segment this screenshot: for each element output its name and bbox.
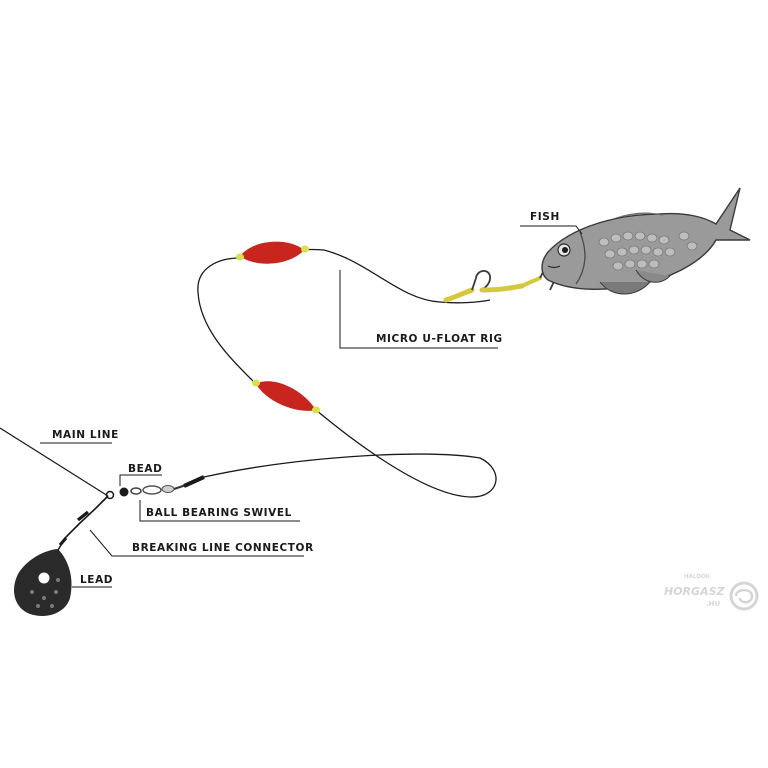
ball-bearing-swivel bbox=[130, 475, 205, 495]
callout-ball-bearing-swivel: BALL BEARING SWIVEL bbox=[139, 500, 300, 522]
label-main-line: MAIN LINE bbox=[52, 429, 119, 441]
callout-lead: LEAD bbox=[72, 574, 113, 588]
fish bbox=[541, 187, 751, 295]
label-lead: LEAD bbox=[80, 574, 113, 586]
watermark-logo: HALDOK HORGASZ .HU bbox=[664, 574, 759, 611]
callout-main-line: MAIN LINE bbox=[40, 429, 119, 444]
hook bbox=[443, 262, 558, 303]
lead-weight bbox=[14, 549, 72, 617]
rig-line bbox=[197, 248, 497, 498]
label-breaking-line-connector: BREAKING LINE CONNECTOR bbox=[132, 542, 314, 554]
callout-fish: FISH bbox=[520, 211, 583, 235]
callout-breaking-line-connector: BREAKING LINE CONNECTOR bbox=[89, 529, 314, 557]
callout-bead: BEAD bbox=[119, 463, 162, 486]
main-line bbox=[0, 427, 109, 497]
watermark-top-text: HALDOK bbox=[684, 574, 711, 580]
float-upper bbox=[236, 241, 309, 264]
label-fish: FISH bbox=[530, 211, 560, 223]
watermark-main-text: HORGASZ bbox=[664, 585, 725, 598]
label-ball-bearing-swivel: BALL BEARING SWIVEL bbox=[146, 507, 292, 519]
label-micro-u-float-rig: MICRO U-FLOAT RIG bbox=[376, 333, 503, 345]
label-bead: BEAD bbox=[128, 463, 162, 475]
breaking-line-connector bbox=[57, 495, 109, 551]
callout-micro-u-float-rig: MICRO U-FLOAT RIG bbox=[339, 270, 503, 349]
watermark-suffix-text: .HU bbox=[706, 600, 721, 608]
float-lower bbox=[252, 379, 320, 414]
bead bbox=[105, 487, 129, 500]
